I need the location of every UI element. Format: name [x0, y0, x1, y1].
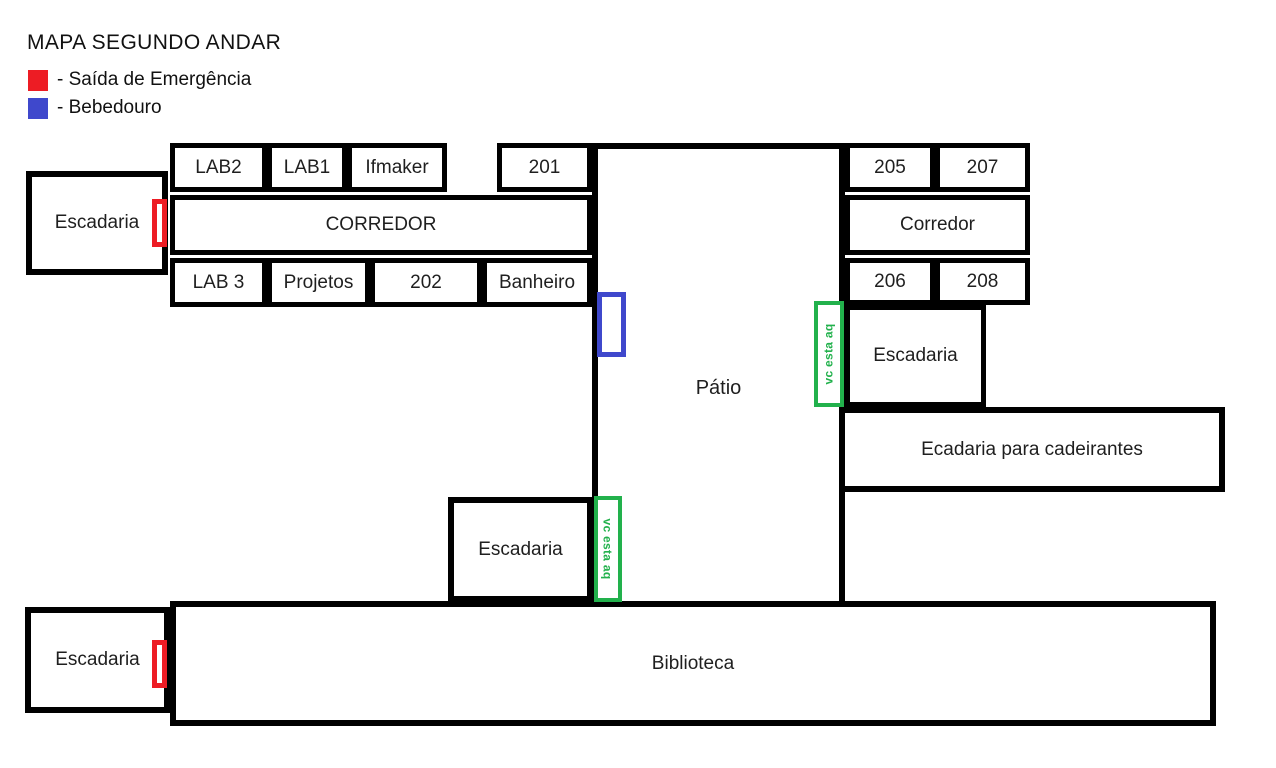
room-label: LAB1 — [283, 156, 331, 178]
room-projetos: Projetos — [267, 258, 370, 307]
room-label: 208 — [966, 270, 999, 292]
emergency-exit-swatch-icon — [28, 69, 48, 91]
room-label: Escadaria — [478, 538, 563, 560]
room-201: 201 — [497, 143, 592, 192]
legend-label-emergency-exit: - Saída de Emergência — [57, 69, 252, 90]
room-label: Banheiro — [498, 271, 576, 293]
room-202: 202 — [370, 258, 482, 307]
room-label: 206 — [874, 270, 906, 292]
room-label: Escadaria — [873, 345, 958, 366]
room-lab1: LAB1 — [267, 143, 347, 192]
room-label: 202 — [410, 271, 442, 293]
room-label: LAB2 — [195, 156, 242, 178]
legend-item-drinking-fountain: - Bebedouro — [28, 97, 162, 119]
room-label: Corredor — [900, 214, 975, 235]
room-label: 201 — [528, 156, 561, 178]
room-escadaria-east: Escadaria — [845, 305, 986, 407]
room-label: Escadaria — [54, 212, 140, 233]
room-escadaria-south: Escadaria — [448, 497, 593, 602]
room-biblioteca: Biblioteca — [170, 601, 1216, 726]
room-escadaria-northwest: Escadaria — [26, 171, 168, 275]
room-label: LAB 3 — [192, 271, 245, 293]
room-205: 205 — [845, 143, 935, 192]
room-escadaria-cadeirantes: Ecadaria para cadeirantes — [839, 407, 1225, 492]
room-patio-label: Pátio — [695, 377, 742, 399]
room-label: 207 — [966, 156, 999, 178]
room-206: 206 — [845, 258, 935, 305]
room-label: Projetos — [283, 271, 354, 293]
you-are-here-marker-east: vc esta aq — [814, 301, 844, 407]
room-ifmaker: Ifmaker — [347, 143, 447, 192]
room-label: Ifmaker — [365, 156, 429, 178]
room-escadaria-southwest: Escadaria — [25, 607, 170, 713]
room-label: Ecadaria para cadeirantes — [921, 438, 1143, 460]
room-label: Escadaria — [55, 649, 140, 670]
room-label: 205 — [874, 156, 906, 178]
emergency-exit-marker-northwest — [152, 199, 167, 247]
room-patio: Pátio — [592, 143, 845, 602]
you-are-here-label: vc esta aq — [601, 518, 616, 580]
room-label: CORREDOR — [325, 214, 437, 235]
room-lab2: LAB2 — [170, 143, 267, 192]
room-banheiro: Banheiro — [482, 258, 592, 307]
room-corredor-east: Corredor — [845, 195, 1030, 255]
legend-label-drinking-fountain: - Bebedouro — [57, 97, 162, 118]
emergency-exit-marker-southwest — [152, 640, 167, 688]
page-title: MAPA SEGUNDO ANDAR — [27, 31, 282, 54]
room-label: Biblioteca — [651, 652, 735, 674]
legend-item-emergency-exit: - Saída de Emergência — [28, 69, 251, 91]
you-are-here-marker-south: vc esta aq — [594, 496, 622, 602]
room-corredor-main: CORREDOR — [170, 195, 592, 255]
room-207: 207 — [935, 143, 1030, 192]
you-are-here-label: vc esta aq — [822, 323, 837, 385]
room-208: 208 — [935, 258, 1030, 305]
drinking-fountain-swatch-icon — [28, 97, 48, 119]
drinking-fountain-marker — [597, 292, 626, 357]
room-lab3: LAB 3 — [170, 258, 267, 307]
